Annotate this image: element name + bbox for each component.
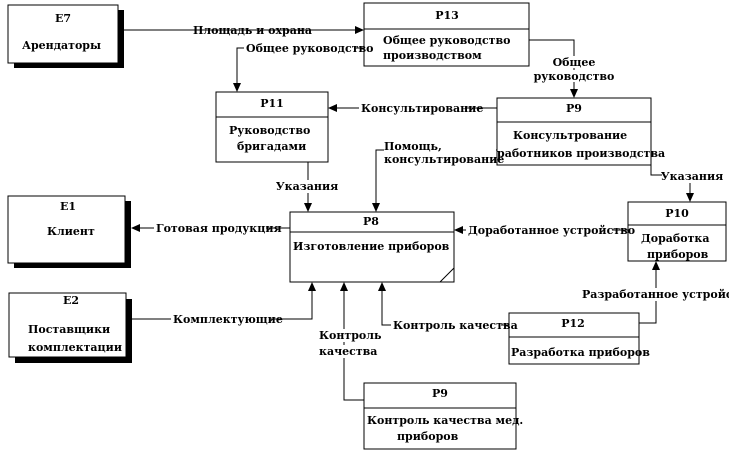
process-p10[interactable]: P10 Доработка приборов bbox=[627, 201, 727, 262]
process-p10-name-line1: Доработка bbox=[641, 232, 710, 245]
flow-instructions-p11-label: Указания bbox=[276, 180, 338, 193]
entity-e7[interactable]: E7 Арендаторы bbox=[7, 4, 124, 68]
flow-general-management-p9[interactable]: Общее руководство bbox=[529, 39, 615, 98]
entity-e7-name: Арендаторы bbox=[22, 39, 101, 52]
flow-area-security-label: Площадь и охрана bbox=[193, 24, 312, 37]
entity-e2[interactable]: E2 Поставщики комплектации bbox=[8, 292, 132, 363]
entity-e1-id: E1 bbox=[60, 200, 76, 213]
process-p9-consulting[interactable]: P9 Консультрование работников производст… bbox=[496, 97, 665, 166]
process-p11-name-line1: Руководство bbox=[229, 124, 310, 137]
process-p12[interactable]: P12 Разработка приборов bbox=[508, 312, 650, 365]
process-p8[interactable]: P8 Изготовление приборов bbox=[289, 211, 455, 283]
flow-help-consulting-label-line1: Помощь, bbox=[384, 140, 442, 153]
flow-quality-control-p9-label-line2: качества bbox=[319, 345, 377, 358]
flow-finished-product-label: Готовая продукция bbox=[156, 222, 282, 235]
flow-finished-product[interactable]: Готовая продукция bbox=[131, 222, 290, 235]
process-p12-name: Разработка приборов bbox=[511, 346, 650, 359]
entity-e2-name-line2: комплектации bbox=[28, 341, 122, 354]
process-p9-quality-id: P9 bbox=[432, 387, 448, 400]
process-p9-consulting-name-line2: работников производства bbox=[497, 147, 665, 160]
process-p13[interactable]: P13 Общее руководство производством bbox=[363, 2, 530, 67]
flow-help-consulting-label-line2: консультирование bbox=[384, 153, 504, 166]
flow-quality-control-p9-label-line1: Контроль bbox=[319, 329, 382, 342]
flow-quality-control-p12[interactable]: Контроль качества bbox=[378, 282, 518, 332]
entity-e2-name-line1: Поставщики bbox=[28, 323, 110, 336]
flow-components[interactable]: Комплектующие bbox=[126, 282, 316, 326]
entity-e1[interactable]: E1 Клиент bbox=[7, 195, 131, 268]
process-p9-consulting-id: P9 bbox=[566, 102, 582, 115]
process-p11[interactable]: P11 Руководство бригадами bbox=[215, 91, 329, 163]
flow-instructions-p9-label: Указания bbox=[661, 170, 723, 183]
entity-e7-id: E7 bbox=[55, 12, 71, 25]
flow-quality-control-p12-label: Контроль качества bbox=[393, 319, 518, 332]
flow-area-security[interactable]: Площадь и охрана bbox=[118, 24, 364, 37]
process-p10-name-line2: приборов bbox=[647, 248, 709, 261]
process-p8-id: P8 bbox=[363, 215, 379, 228]
flow-refined-device-label: Доработанное устройство bbox=[468, 224, 635, 237]
process-p13-id: P13 bbox=[435, 9, 459, 22]
process-p12-id: P12 bbox=[561, 317, 585, 330]
process-p13-name-line2: производством bbox=[383, 49, 482, 62]
flow-general-management-p11-label: Общее руководство bbox=[246, 42, 373, 55]
flow-general-management-p9-label-line1: Общее bbox=[553, 56, 596, 69]
process-p8-name: Изготовление приборов bbox=[293, 240, 450, 253]
flow-general-management-p9-label-line2: руководство bbox=[534, 70, 615, 83]
flow-refined-device[interactable]: Доработанное устройство bbox=[454, 224, 635, 237]
flow-consulting[interactable]: Консультирование bbox=[328, 102, 497, 115]
flow-instructions-p9[interactable]: Указания bbox=[650, 165, 723, 202]
entity-e2-id: E2 bbox=[63, 294, 79, 307]
flow-developed-device-label: Разработанное устройство bbox=[582, 288, 729, 301]
flow-components-label: Комплектующие bbox=[173, 313, 283, 326]
flow-instructions-p11[interactable]: Указания bbox=[276, 162, 339, 212]
process-p9-consulting-name-line1: Консультрование bbox=[513, 129, 627, 142]
flow-help-consulting[interactable]: Помощь, консультирование bbox=[372, 140, 504, 212]
flow-quality-control-p9[interactable]: Контроль качества bbox=[316, 282, 382, 401]
process-p9-quality[interactable]: P9 Контроль качества мед. приборов bbox=[363, 382, 523, 450]
process-p9-quality-name-line1: Контроль качества мед. bbox=[367, 414, 523, 427]
process-p11-id: P11 bbox=[260, 97, 284, 110]
process-p9-quality-name-line2: приборов bbox=[397, 430, 459, 443]
process-p11-name-line2: бригадами bbox=[237, 140, 306, 153]
entity-e1-name: Клиент bbox=[47, 225, 95, 238]
process-p10-id: P10 bbox=[665, 207, 689, 220]
flow-developed-device[interactable]: Разработанное устройство bbox=[580, 261, 729, 324]
flow-general-management-p11[interactable]: Общее руководство bbox=[233, 42, 373, 92]
process-p13-name-line1: Общее руководство bbox=[383, 34, 510, 47]
flow-consulting-label: Консультирование bbox=[361, 102, 483, 115]
